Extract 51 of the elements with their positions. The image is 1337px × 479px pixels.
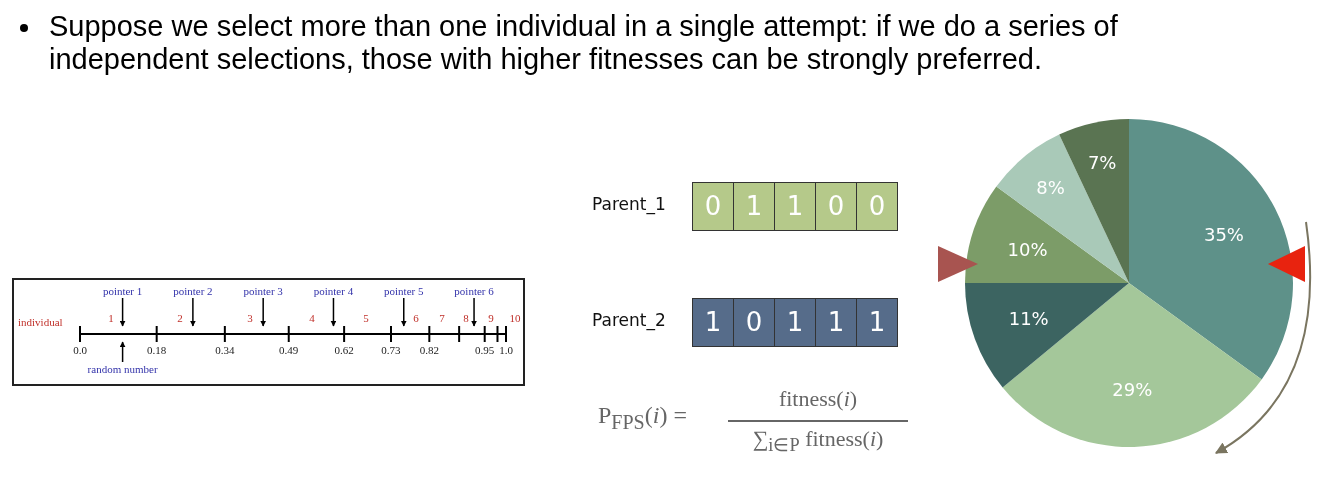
individual-number: 3 <box>246 312 254 324</box>
gene-value: 1 <box>774 299 815 346</box>
pointer-arrow <box>260 297 267 327</box>
tick-label: 0.62 <box>333 344 355 356</box>
slice-label: 10% <box>1007 239 1048 261</box>
individual-number: 10 <box>509 312 521 324</box>
gene-value: 1 <box>856 299 897 346</box>
pointer-arrow <box>119 297 126 327</box>
gene-value: 1 <box>774 183 815 230</box>
bullet-text: Suppose we select more than one individual in a single attempt: if we do a series of independent selections, those with higher fitnesses can be strongly preferred. <box>49 10 1119 76</box>
random-number-label: random number <box>72 362 173 376</box>
tick-label: 0.18 <box>146 344 168 356</box>
tick-label: 0.49 <box>278 344 300 356</box>
slice-label: 7% <box>1087 151 1117 173</box>
slice-label: 8% <box>1036 177 1065 199</box>
individual-number: 4 <box>308 312 316 324</box>
individual-number: 7 <box>438 312 446 324</box>
slice-label: 35% <box>1203 223 1244 245</box>
pointer-arrow <box>400 297 407 327</box>
slice-label: 11% <box>1008 308 1049 330</box>
individual-number: 8 <box>462 312 470 324</box>
formula-text: P$_{FPS}$(i) = <box>598 402 687 434</box>
individual-number: 9 <box>487 312 495 324</box>
individual-number: 2 <box>176 312 184 324</box>
pointer-arrow <box>330 297 337 327</box>
gene-value: 0 <box>703 190 723 223</box>
tick-label: 0.95 <box>474 344 496 356</box>
tick-label: 0.73 <box>380 344 402 356</box>
gene-value: 1 <box>703 306 723 339</box>
slice-label: 29% <box>1112 378 1153 400</box>
pointer-arrow <box>471 297 478 327</box>
individual-number: 5 <box>362 312 370 324</box>
tick-label: 0.34 <box>214 344 236 356</box>
tick-label: 0.0 <box>72 344 88 356</box>
number-line <box>79 325 507 343</box>
tick-label: 0.82 <box>418 344 440 356</box>
gene-value: 0 <box>856 183 897 230</box>
axis-label: individual <box>18 316 63 328</box>
chromosome-label: Parent_1 <box>592 194 666 214</box>
pointer-arrow <box>189 297 196 327</box>
gene-value: 0 <box>815 183 856 230</box>
gene-value: 0 <box>733 299 774 346</box>
pointer-arrow <box>119 341 126 363</box>
gene-value: 1 <box>815 299 856 346</box>
individual-number: 6 <box>412 312 420 324</box>
individual-number: 1 <box>107 312 115 324</box>
formula-text: fitness(i) <box>777 386 859 412</box>
gene-value: 1 <box>733 183 774 230</box>
formula-text: ∑$_{i∈P}$ fitness(i) <box>751 426 885 457</box>
tick-label: 1.0 <box>498 344 514 356</box>
chromosome-label: Parent_2 <box>592 310 666 330</box>
